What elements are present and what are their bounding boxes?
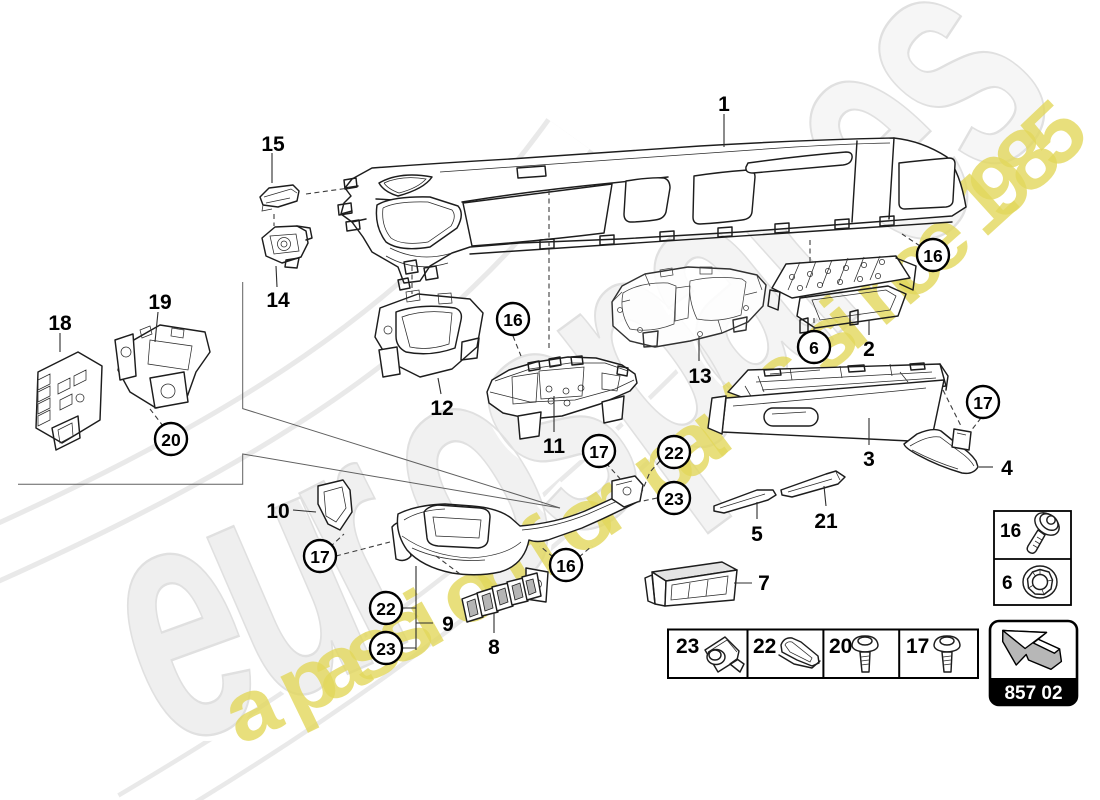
svg-text:22: 22: [376, 599, 396, 619]
svg-text:20: 20: [161, 430, 181, 450]
svg-text:16: 16: [556, 556, 576, 576]
svg-text:23: 23: [376, 639, 396, 659]
svg-text:17: 17: [589, 442, 608, 462]
svg-text:21: 21: [814, 510, 838, 533]
svg-text:22: 22: [664, 443, 684, 463]
svg-text:14: 14: [266, 289, 290, 312]
svg-text:7: 7: [758, 572, 770, 595]
svg-text:18: 18: [48, 312, 72, 335]
svg-text:1: 1: [718, 93, 730, 116]
svg-text:17: 17: [973, 393, 992, 413]
svg-text:16: 16: [1000, 521, 1021, 542]
svg-text:857 02: 857 02: [1004, 683, 1062, 704]
svg-text:3: 3: [863, 448, 875, 471]
svg-text:2: 2: [863, 338, 875, 361]
svg-text:13: 13: [688, 365, 711, 388]
svg-text:16: 16: [503, 310, 523, 330]
svg-text:17: 17: [310, 547, 329, 567]
svg-text:9: 9: [442, 613, 454, 636]
svg-text:11: 11: [543, 435, 566, 458]
svg-text:8: 8: [488, 636, 500, 659]
svg-text:10: 10: [266, 500, 289, 523]
svg-text:17: 17: [906, 635, 929, 658]
svg-text:6: 6: [1002, 573, 1013, 594]
svg-text:16: 16: [923, 246, 943, 266]
svg-text:4: 4: [1001, 457, 1013, 480]
svg-text:6: 6: [809, 338, 819, 358]
svg-text:15: 15: [261, 133, 285, 156]
svg-text:20: 20: [829, 635, 852, 658]
svg-text:23: 23: [676, 635, 699, 658]
svg-text:12: 12: [430, 397, 453, 420]
svg-text:22: 22: [753, 635, 776, 658]
svg-text:23: 23: [664, 489, 684, 509]
svg-text:19: 19: [148, 291, 171, 314]
svg-text:5: 5: [751, 523, 763, 546]
